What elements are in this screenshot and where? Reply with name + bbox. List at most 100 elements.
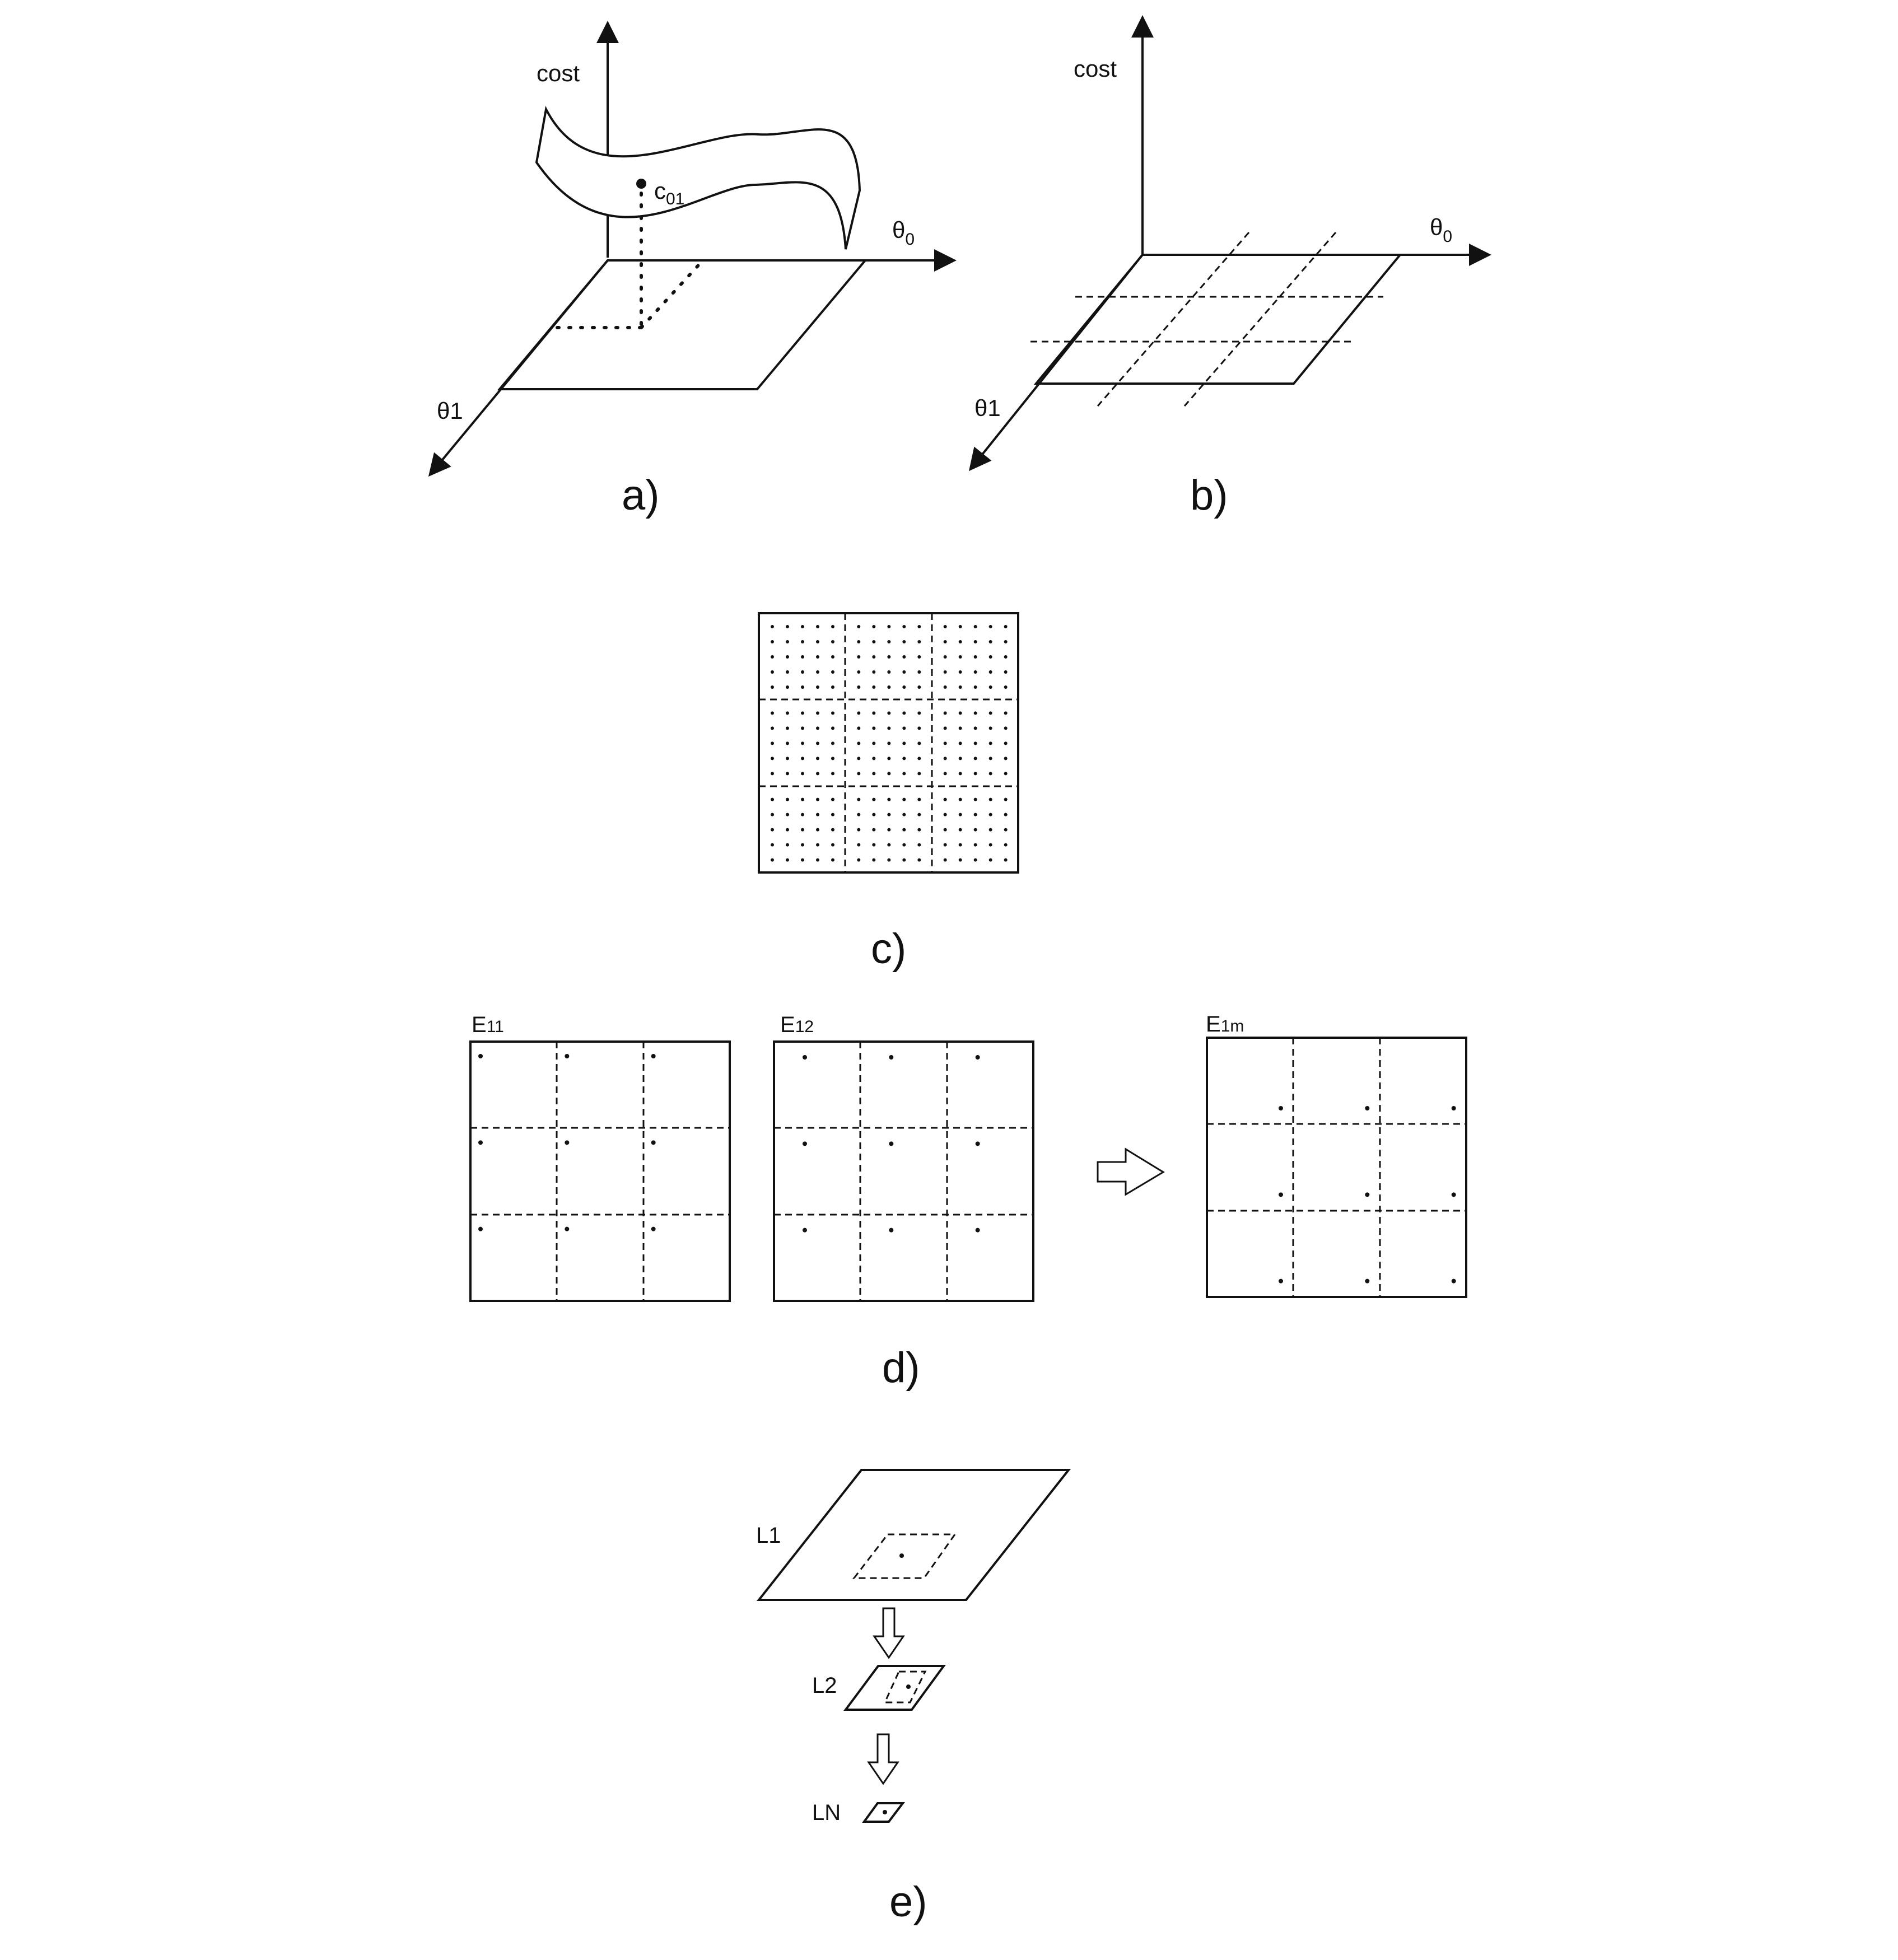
sample-point — [917, 828, 921, 832]
sample-point — [973, 711, 977, 715]
a-cost-label: cost — [537, 60, 580, 86]
a-theta1-label: θ1 — [437, 398, 463, 424]
sample-point — [816, 797, 819, 801]
sample-point — [958, 670, 962, 674]
sample-point — [988, 858, 992, 862]
sample-point — [771, 685, 774, 689]
sample-point — [771, 757, 774, 760]
sample-point — [902, 640, 906, 643]
c-grid-frame — [758, 612, 1019, 874]
b-parameter-plane — [1033, 254, 1403, 385]
e-panel-label: e) — [889, 1878, 927, 1926]
d-sample-points — [1279, 1106, 1456, 1284]
sample-point — [917, 640, 921, 643]
sample-point — [857, 757, 861, 760]
sample-point — [801, 858, 804, 862]
sample-point — [943, 625, 947, 628]
sample-point — [943, 640, 947, 643]
sample-point — [943, 711, 947, 715]
sample-point — [887, 655, 891, 659]
sample-point — [831, 813, 834, 816]
sample-point — [1451, 1106, 1456, 1110]
sample-point — [943, 655, 947, 659]
sample-point — [958, 741, 962, 745]
sample-point — [973, 813, 977, 816]
sample-point — [816, 813, 819, 816]
sample-point — [1004, 670, 1008, 674]
sample-point — [902, 828, 906, 832]
sample-point — [917, 625, 921, 628]
sample-point — [958, 655, 962, 659]
sample-point — [831, 625, 834, 628]
sample-point — [786, 757, 789, 760]
sample-point — [801, 625, 804, 628]
sample-point — [958, 640, 962, 643]
sample-point — [943, 685, 947, 689]
sample-point — [887, 640, 891, 643]
sample-point — [771, 726, 774, 730]
sample-point — [801, 797, 804, 801]
sample-point — [988, 670, 992, 674]
sample-point — [872, 711, 876, 715]
sample-point — [872, 685, 876, 689]
d-grid-title: E1m — [1206, 1012, 1244, 1037]
sample-point — [1279, 1192, 1283, 1197]
sample-point — [943, 772, 947, 776]
sample-point — [887, 726, 891, 730]
sample-point — [857, 640, 861, 643]
sample-point — [831, 685, 834, 689]
sample-point — [786, 685, 789, 689]
sample-point — [988, 625, 992, 628]
sample-point — [831, 828, 834, 832]
sample-point — [857, 741, 861, 745]
sample-point — [786, 797, 789, 801]
sample-point — [917, 655, 921, 659]
sample-point — [943, 741, 947, 745]
sample-point — [1004, 726, 1008, 730]
d-grid-e12: E12 — [773, 1012, 1034, 1302]
sample-point — [988, 843, 992, 847]
b-grid-d1 — [1097, 232, 1250, 407]
sample-point — [816, 625, 819, 628]
sample-point — [988, 685, 992, 689]
sample-point — [786, 670, 789, 674]
sample-point — [771, 772, 774, 776]
sample-point — [831, 655, 834, 659]
sample-point — [857, 797, 861, 801]
sample-point — [958, 711, 962, 715]
sample-point — [831, 858, 834, 862]
sample-point — [771, 625, 774, 628]
d-grid-e1m: E1m — [1206, 1012, 1467, 1298]
c-panel-label: c) — [871, 925, 906, 973]
sample-point — [887, 685, 891, 689]
sample-point — [651, 1054, 656, 1058]
panel-e: L1 L2 LN e) — [756, 1469, 1071, 1926]
sample-point — [816, 640, 819, 643]
sample-point — [857, 843, 861, 847]
sample-point — [975, 1141, 980, 1146]
sample-point — [801, 843, 804, 847]
sample-point — [857, 772, 861, 776]
sample-point — [801, 640, 804, 643]
sample-point — [988, 640, 992, 643]
sample-point — [801, 772, 804, 776]
sample-point — [872, 797, 876, 801]
sample-point — [801, 828, 804, 832]
sample-point — [857, 813, 861, 816]
sample-point — [872, 772, 876, 776]
sample-point — [973, 757, 977, 760]
sample-point — [973, 625, 977, 628]
sample-point — [917, 843, 921, 847]
sample-point — [1279, 1106, 1283, 1110]
sample-point — [1365, 1278, 1370, 1284]
a-panel-label: a) — [622, 472, 660, 519]
sample-point — [831, 711, 834, 715]
sample-point — [816, 858, 819, 862]
sample-point — [887, 828, 891, 832]
sample-point — [902, 858, 906, 862]
sample-point — [887, 757, 891, 760]
sample-point — [1004, 772, 1008, 776]
sample-point — [872, 625, 876, 628]
sample-point — [988, 757, 992, 760]
sample-point — [1004, 828, 1008, 832]
